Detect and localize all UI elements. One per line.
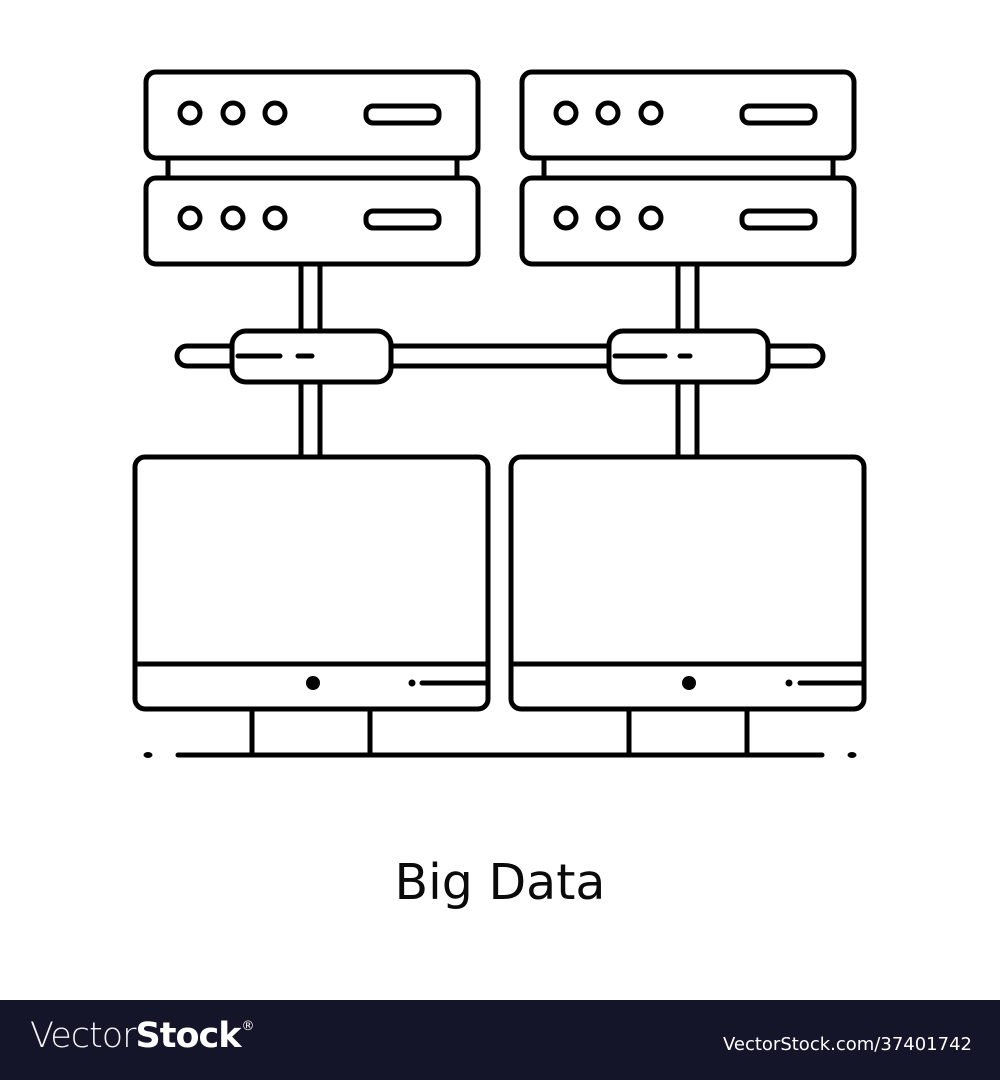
monitor-right-icon	[508, 454, 867, 757]
server-rack-left-icon	[143, 69, 481, 267]
server-rack-right-icon	[519, 69, 857, 267]
network-cable-icon	[174, 328, 826, 385]
image-url-text: VectorStock.com/37401742	[722, 1034, 972, 1055]
watermark-footer: VectorStock® VectorStock.com/37401742	[0, 1000, 1000, 1080]
logo-light-text: Vector	[30, 1016, 137, 1056]
logo-bold-text: Stock	[135, 1016, 242, 1056]
vertical-pipes-icon	[298, 261, 700, 459]
monitor-left-icon	[132, 454, 491, 757]
registered-mark-icon: ®	[241, 1019, 255, 1034]
illustration-title: Big Data	[394, 854, 606, 911]
big-data-illustration	[132, 69, 867, 758]
vectorstock-logo: VectorStock®	[30, 1016, 255, 1056]
